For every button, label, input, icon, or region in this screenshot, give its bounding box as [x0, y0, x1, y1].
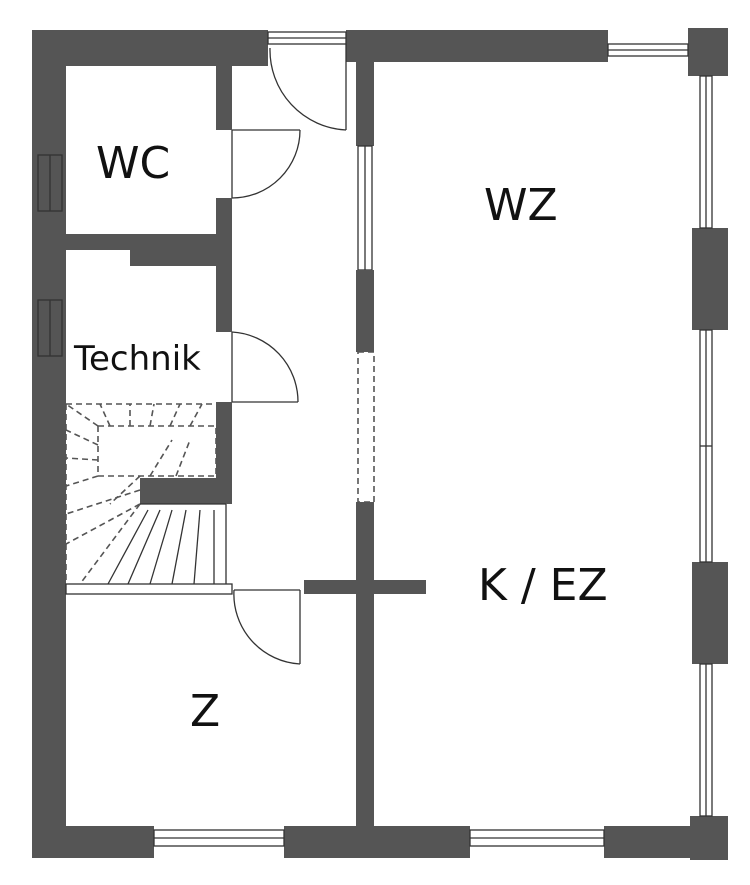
wall-left — [32, 30, 66, 845]
room-label-k-ez: K / EZ — [478, 560, 608, 611]
room-label-technik: Technik — [73, 339, 201, 379]
wall-stair-core — [140, 478, 232, 504]
stair-landing-edge — [65, 583, 233, 595]
wall-right-pier-lower — [692, 562, 728, 664]
door-entrance-swing — [269, 47, 347, 131]
door-technik-swing — [231, 331, 299, 403]
doors — [231, 44, 347, 665]
wall-wc-bottom — [64, 234, 232, 250]
outer-walls — [32, 28, 728, 860]
wall-technik-top — [130, 248, 232, 266]
room-label-wc: WC — [96, 138, 170, 189]
wall-right-pier-upper — [692, 228, 728, 330]
wall-stair-right — [216, 402, 232, 486]
door-wc-swing — [231, 129, 301, 199]
wall-bottom-right — [604, 826, 696, 858]
wall-central-lower — [356, 502, 374, 828]
open-passage — [357, 351, 375, 503]
door-z-swing — [233, 589, 301, 665]
wall-corner-bottom-right — [690, 816, 728, 860]
wall-corner-top-right — [688, 28, 728, 76]
room-labels: WC WZ Technik K / EZ Z — [73, 138, 608, 737]
windows — [37, 31, 713, 847]
wall-wc-right-top — [216, 64, 232, 130]
room-label-wz: WZ — [484, 180, 558, 231]
wall-top-middle — [346, 30, 608, 62]
room-label-z: Z — [190, 686, 220, 737]
kitchen-counter-wall — [304, 580, 426, 594]
staircase — [65, 403, 233, 595]
wall-central-upper — [356, 62, 374, 146]
interior-walls — [64, 62, 426, 828]
wall-bottom-left — [32, 826, 154, 858]
wall-top-left — [32, 30, 268, 66]
wall-central-middle — [356, 270, 374, 352]
wall-technik-right — [216, 250, 232, 332]
wall-bottom-middle — [284, 826, 470, 858]
